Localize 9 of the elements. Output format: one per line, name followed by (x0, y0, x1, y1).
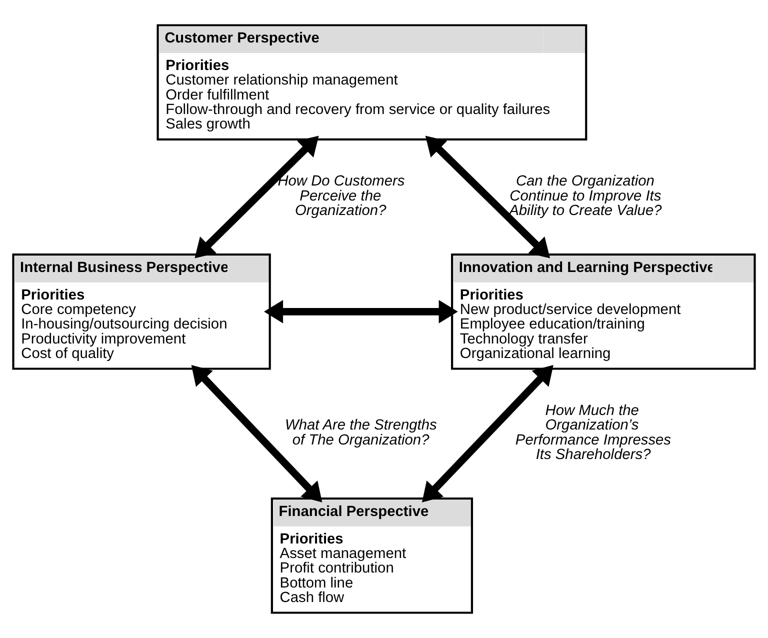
arrow (422, 364, 554, 502)
edge-label: How Much the Organization’s Performance Impresses Its Shareholders? (515, 403, 672, 464)
arrow (194, 136, 319, 258)
edge-label: Can the Organization Continue to Improve Its Ability to Create Value? (509, 174, 662, 220)
arrow (191, 364, 322, 502)
arrow (425, 136, 550, 258)
arrow (264, 300, 458, 324)
edge-label: How Do Customers Perceive the Organization? (278, 174, 405, 220)
edge-label: What Are the Strengths of The Organization? (285, 418, 437, 448)
